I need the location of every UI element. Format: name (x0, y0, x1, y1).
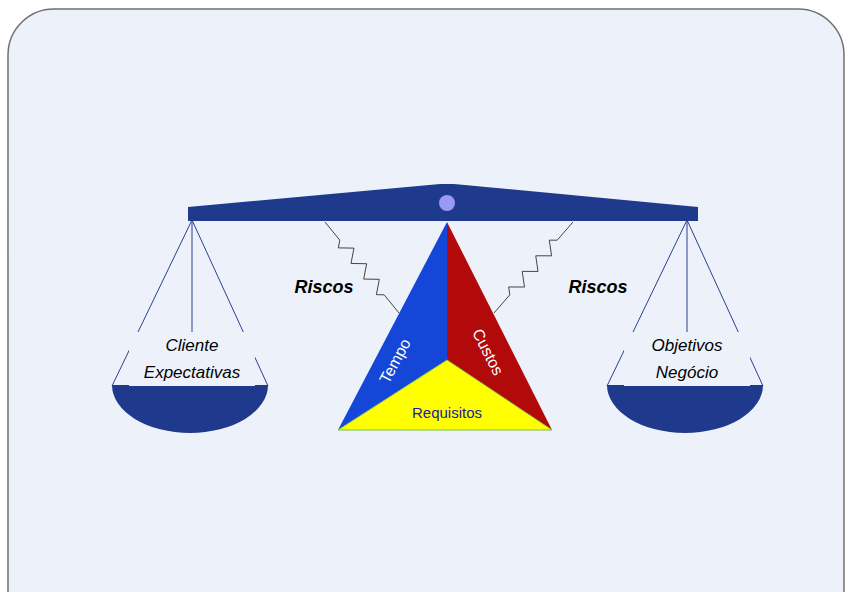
spring-symbol (325, 222, 399, 313)
scale-pan (607, 385, 763, 433)
beam-pivot (439, 195, 455, 211)
spring-symbol (494, 222, 573, 313)
triangle-section (338, 360, 552, 430)
risk-label: Riscos (294, 277, 353, 298)
scale-pan (112, 385, 268, 433)
scale-beam (188, 184, 698, 221)
node-label: Requisitos (412, 404, 482, 422)
node-label: Objetivos Negócio (624, 332, 750, 386)
background-panel (8, 9, 844, 592)
left-pan: Cliente Expectativas (106, 328, 274, 440)
requirements-section: Requisitos (338, 360, 552, 431)
risk-label: Riscos (568, 277, 627, 298)
node-label: Cliente Expectativas (129, 332, 255, 386)
right-pan: Objetivos Negócio (601, 328, 769, 440)
